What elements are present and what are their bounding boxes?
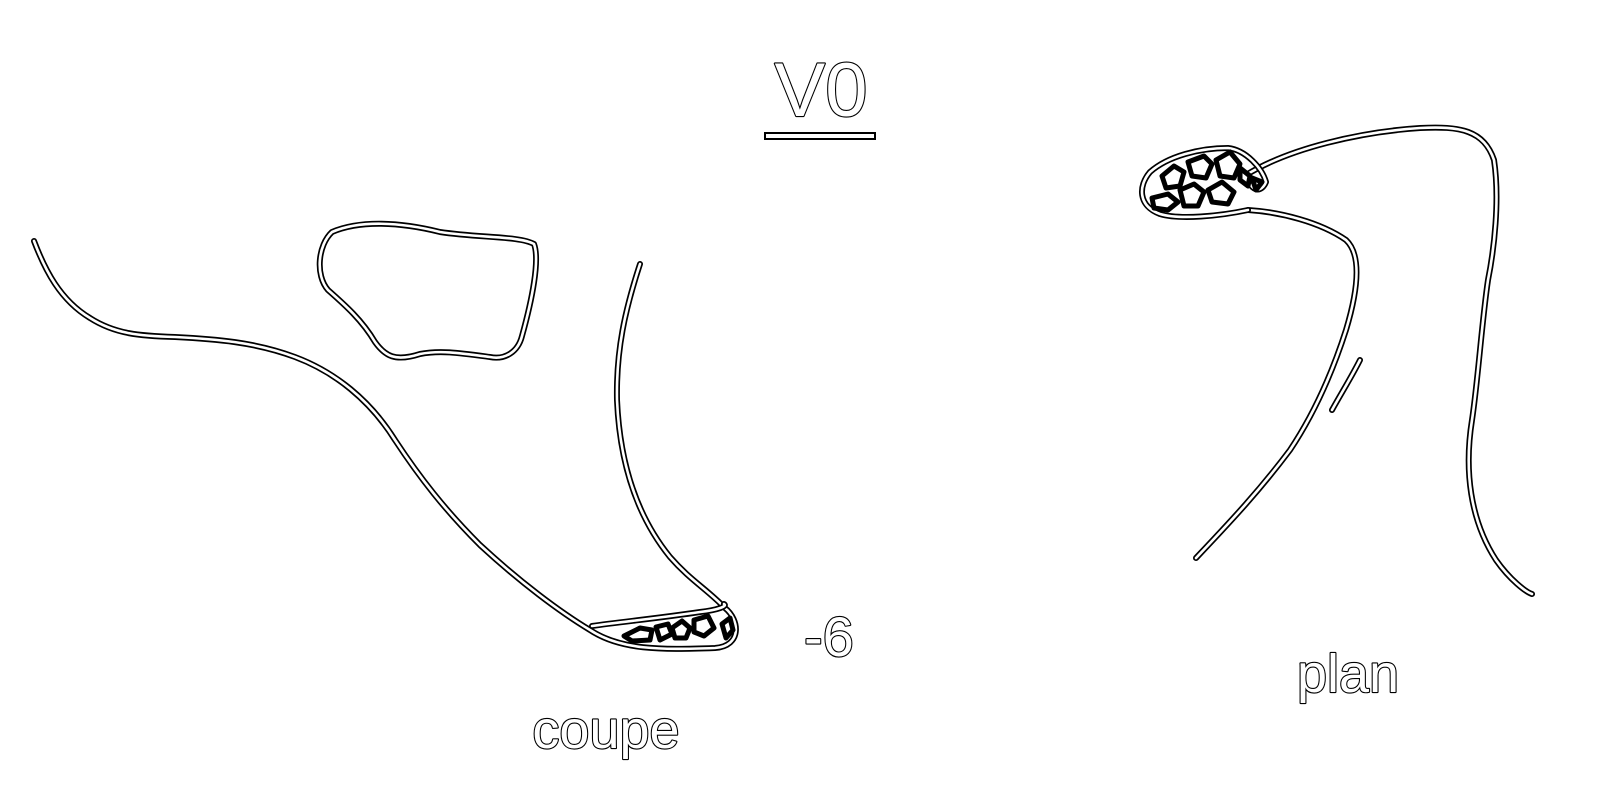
title-underline — [764, 132, 876, 140]
plan-blocks — [1149, 149, 1265, 213]
plan-inner-wall — [1193, 207, 1360, 561]
plan-end-chamber — [1139, 145, 1269, 220]
diagram-title: V0 — [775, 48, 868, 133]
depth-marker: -6 — [804, 605, 854, 668]
coupe-tip-contour — [589, 601, 728, 629]
plan-label: plan — [1297, 644, 1399, 704]
coupe-floor-line — [31, 238, 739, 652]
coupe-upper-cavity — [316, 220, 540, 361]
coupe-label: coupe — [532, 700, 679, 760]
coupe-section: -6 coupe — [31, 220, 855, 761]
plan-section: plan — [1139, 124, 1535, 705]
coupe-blocks — [621, 613, 736, 644]
plan-center-mark — [1329, 357, 1363, 413]
plan-outer-wall — [1243, 124, 1535, 597]
title-group: V0 — [764, 47, 876, 140]
